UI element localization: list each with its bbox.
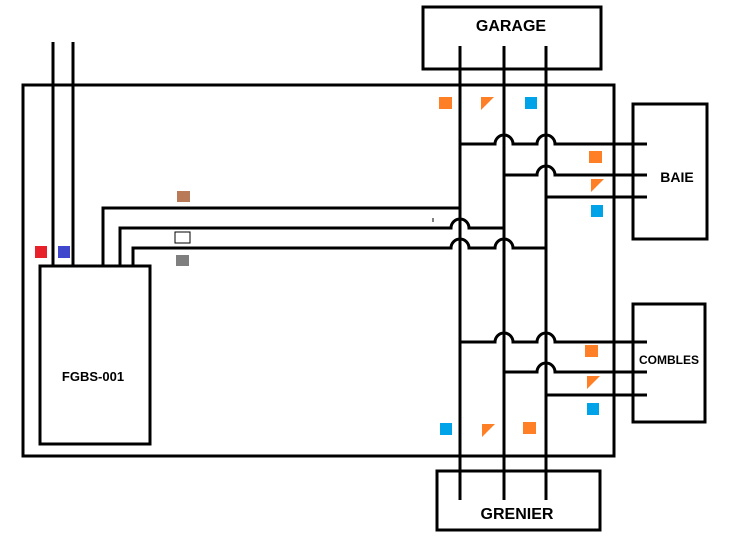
baie-label: BAIE [660,169,693,185]
gray-marker [176,255,189,266]
white-marker [174,231,191,244]
combles-wire [460,331,647,344]
combles-label: COMBLES [639,353,699,367]
orange-triangle-marker [481,97,494,110]
baie-wire [504,164,647,177]
baie-wire [460,133,647,146]
cyan-marker [587,403,599,415]
module-label: FGBS-001 [62,369,124,384]
cyan-marker [525,97,537,109]
cyan-marker [591,205,603,217]
garage-box [421,5,603,71]
combles-box [631,302,707,424]
orange-triangle-marker [591,179,604,192]
module-output-wire [118,217,504,266]
blue-marker [58,246,70,258]
brown-marker [177,191,190,202]
orange-marker [589,151,602,163]
red-marker [35,246,47,258]
grenier-box [435,469,602,532]
orange-marker [523,422,536,434]
module-output-wire [101,206,460,266]
orange-marker [439,97,452,109]
module-output-wire [131,237,546,266]
garage-label: GARAGE [476,18,547,35]
fgbs-module-box [38,264,152,446]
orange-triangle-marker [587,376,600,389]
orange-marker [585,345,598,357]
orange-triangle-marker [482,424,495,437]
main-enclosure [21,83,616,458]
baie-box [631,102,709,241]
combles-wire [504,361,647,374]
cyan-marker [440,423,452,435]
grenier-label: GRENIER [481,506,554,523]
